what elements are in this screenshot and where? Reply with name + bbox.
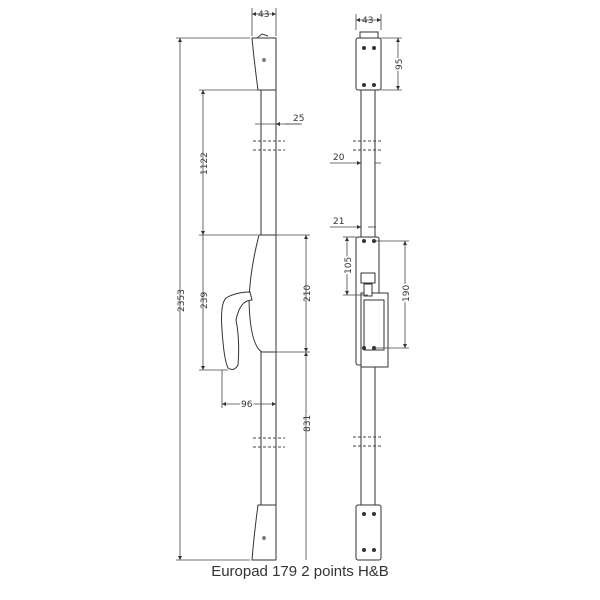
- drawing-caption: Europad 179 2 points H&B: [211, 563, 389, 580]
- bottom-head: [251, 504, 277, 561]
- dim-21: 21: [333, 217, 344, 227]
- side-view: 43 95 20 21 105 190: [330, 14, 414, 561]
- top-plate: [355, 37, 382, 91]
- front-view: 43 2353 1122 239 210 831 96 25: [176, 8, 313, 561]
- lever: [221, 291, 253, 370]
- handle-body: [248, 234, 277, 353]
- dim-1122: 1122: [200, 152, 210, 175]
- dim-210: 210: [303, 285, 313, 302]
- dim-105: 105: [344, 257, 354, 274]
- dim-43-left: 43: [258, 10, 269, 20]
- dim-25: 25: [293, 114, 304, 124]
- dim-95: 95: [395, 59, 405, 70]
- dim-831: 831: [303, 415, 313, 432]
- top-head: [251, 37, 277, 91]
- dim-43-right: 43: [362, 16, 373, 26]
- dim-2353: 2353: [177, 289, 187, 312]
- dim-239: 239: [200, 292, 210, 309]
- dim-20: 20: [333, 153, 345, 163]
- bottom-plate: [355, 504, 382, 561]
- dim-190: 190: [402, 285, 412, 302]
- dim-96: 96: [241, 400, 253, 410]
